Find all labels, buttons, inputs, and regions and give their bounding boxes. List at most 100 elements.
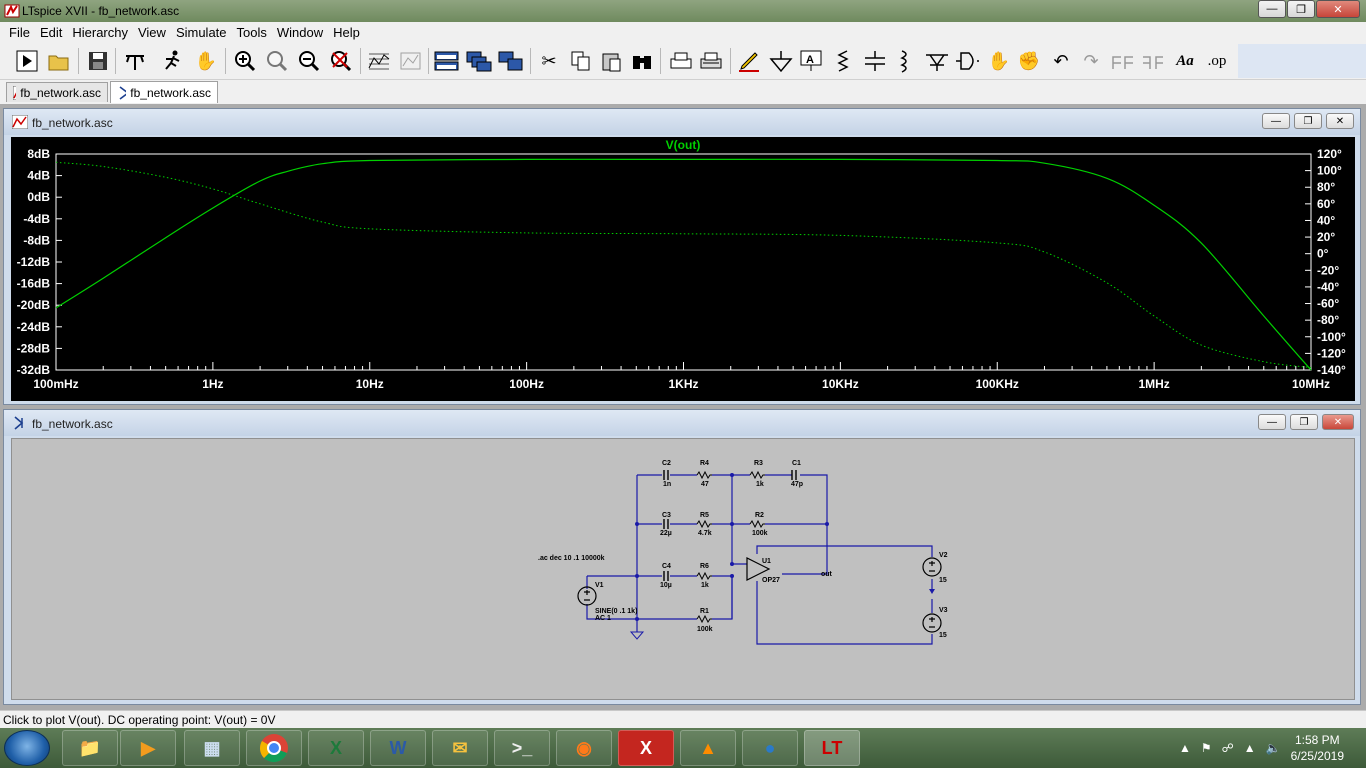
pan-hand-icon[interactable]: ✋ [194,50,218,71]
minimize-button[interactable]: — [1262,113,1290,129]
text-icon[interactable]: Aa [1176,52,1194,69]
schematic-window-titlebar[interactable]: fb_network.asc — ❐ ✕ [4,410,1360,436]
svg-text:A: A [806,54,814,66]
power-icon[interactable]: ☍ [1221,741,1234,755]
pencil-icon[interactable] [736,48,762,74]
explorer-icon[interactable]: 📁 [62,730,118,766]
y-left-tick-label: -20dB [17,298,51,312]
find-icon[interactable] [629,48,655,74]
copy-icon[interactable] [568,48,594,74]
close-button[interactable]: ✕ [1316,0,1360,18]
value-v3: 15 [939,632,947,639]
junctions [635,473,829,621]
menu-view[interactable]: View [137,24,166,40]
restore-button[interactable]: ❐ [1290,414,1318,430]
diode-icon[interactable] [924,48,950,74]
tile-icon[interactable] [398,48,424,74]
excel-icon[interactable]: X [308,730,364,766]
action-center-icon[interactable]: ⚑ [1200,741,1212,755]
label-r1: R1 [700,608,709,615]
minimize-button[interactable]: — [1258,414,1286,430]
tab-schematic[interactable]: fb_network.asc [110,81,218,103]
run-icon[interactable] [14,48,40,74]
x-tick-label: 10MHz [1292,377,1330,391]
spice-directive[interactable]: .ac dec 10 .1 10000k [538,555,605,562]
print-icon[interactable] [668,48,694,74]
paste-icon[interactable] [598,48,624,74]
close-button[interactable]: ✕ [1326,113,1354,129]
outlook-icon[interactable]: ✉ [432,730,488,766]
magnitude-trace[interactable] [55,158,1312,371]
halt-icon[interactable] [160,48,186,74]
window-icon[interactable] [498,48,524,74]
menu-help[interactable]: Help [333,24,360,40]
volume-icon[interactable]: 🔈 [1265,741,1281,755]
clock[interactable]: 1:58 PM 6/25/2019 [1291,732,1344,764]
zoom-fit-icon[interactable] [328,48,354,74]
control-panel-icon[interactable] [122,48,148,74]
close-button[interactable]: ✕ [1322,414,1354,430]
cut-icon[interactable]: ✂ [541,50,557,71]
open-icon[interactable] [46,48,72,74]
x-tick-label: 100KHz [976,377,1019,391]
phase-trace[interactable] [55,161,1312,368]
zoom-area-icon[interactable] [264,48,290,74]
capacitor-icon[interactable] [862,48,888,74]
undo-icon[interactable]: ↶ [1053,50,1069,71]
y-left-tick-label: -28dB [17,341,51,355]
menu-file[interactable]: File [9,24,30,40]
vlc-icon[interactable]: ▲ [680,730,736,766]
menu-window[interactable]: Window [276,24,324,40]
ltspice-icon[interactable]: LT [804,730,860,766]
menu-hierarchy[interactable]: Hierarchy [72,24,128,40]
restore-button[interactable]: ❐ [1294,113,1322,129]
mirror-icon[interactable] [1140,48,1166,74]
tab-waveform[interactable]: fb_network.asc [6,82,108,102]
x-tick-label: 1KHz [668,377,698,391]
autorange-icon[interactable] [366,48,392,74]
zoom-in-icon[interactable] [232,48,258,74]
toolbar: ✋ ✂ A ✋ ✊ ↶ ↷ Aa .op [0,42,1366,80]
menu-edit[interactable]: Edit [39,24,63,40]
minimize-button[interactable]: — [1258,0,1286,18]
redo-icon[interactable]: ↷ [1083,50,1099,71]
rotate-icon[interactable] [1110,48,1136,74]
restore-button[interactable]: ❐ [1287,0,1315,18]
xampp-icon[interactable]: X [618,730,674,766]
resistor-icon[interactable] [830,48,856,74]
firefox-icon[interactable]: ◉ [556,730,612,766]
start-button[interactable] [4,730,50,766]
move-icon[interactable]: ✋ [987,50,1011,71]
network-icon[interactable]: ▲ [1243,741,1256,755]
calculator-icon[interactable]: ▦ [184,730,240,766]
chrome-icon[interactable] [246,730,302,766]
drag-icon[interactable]: ✊ [1017,50,1041,71]
clock-date: 6/25/2019 [1290,749,1344,763]
component-icon[interactable] [954,48,980,74]
menu-tools[interactable]: Tools [236,24,267,40]
label-r5: R5 [700,512,709,519]
plot-window-titlebar[interactable]: fb_network.asc — ❐ ✕ [4,109,1360,135]
menu-simulate[interactable]: Simulate [175,24,227,40]
show-hidden-icon[interactable]: ▲ [1178,741,1191,755]
clock-time: 1:58 PM [1294,733,1340,747]
print-preview-icon[interactable] [698,48,724,74]
thunderbird-icon[interactable]: ● [742,730,798,766]
toolbar-filler [1238,44,1366,78]
ground-icon[interactable] [768,48,794,74]
cmd-icon[interactable]: >_ [494,730,550,766]
tile-horizontal-icon[interactable] [434,48,460,74]
zoom-out-icon[interactable] [296,48,322,74]
cascade-icon[interactable] [466,48,492,74]
label-icon[interactable]: A [798,48,824,74]
save-icon[interactable] [85,48,111,74]
media-player-icon[interactable]: ▶ [120,730,176,766]
inductor-icon[interactable] [892,48,918,74]
spice-directive-icon[interactable]: .op [1207,52,1227,69]
word-icon[interactable]: W [370,730,426,766]
trace-label[interactable]: V(out) [666,138,701,152]
